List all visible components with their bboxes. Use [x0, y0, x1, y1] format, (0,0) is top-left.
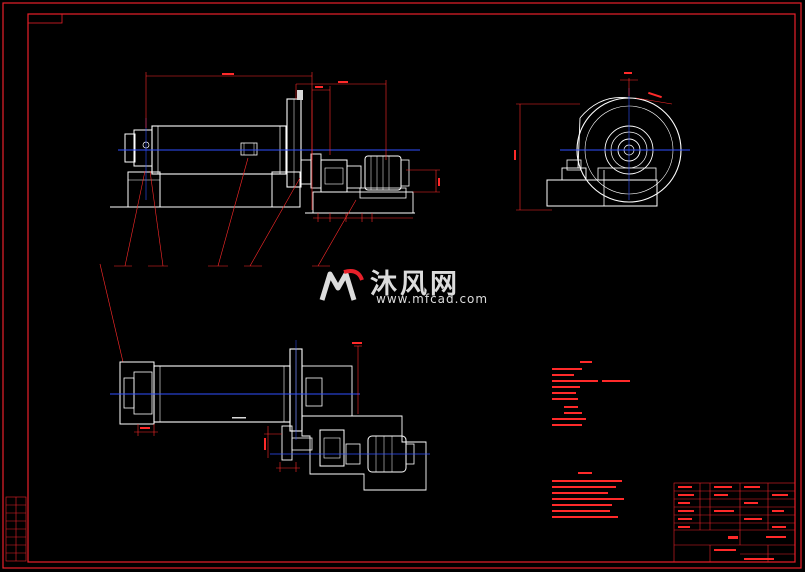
watermark-site-name: 沐风网 — [370, 269, 460, 300]
watermark-url: www.mfcad.com — [376, 292, 489, 306]
side-elevation-view — [99, 72, 440, 363]
technical-notes-upper — [552, 361, 630, 426]
plan-view — [110, 340, 430, 491]
inner-frame — [27, 13, 796, 563]
left-margin-strip — [5, 496, 27, 562]
title-block-text — [678, 486, 788, 560]
mfcad-logo-icon — [319, 269, 364, 301]
technical-notes-lower — [552, 472, 624, 518]
title-block — [673, 482, 796, 563]
corner-label-box — [27, 13, 63, 24]
watermark: 沐风网 www.mfcad.com — [318, 262, 488, 308]
end-view — [514, 72, 690, 211]
